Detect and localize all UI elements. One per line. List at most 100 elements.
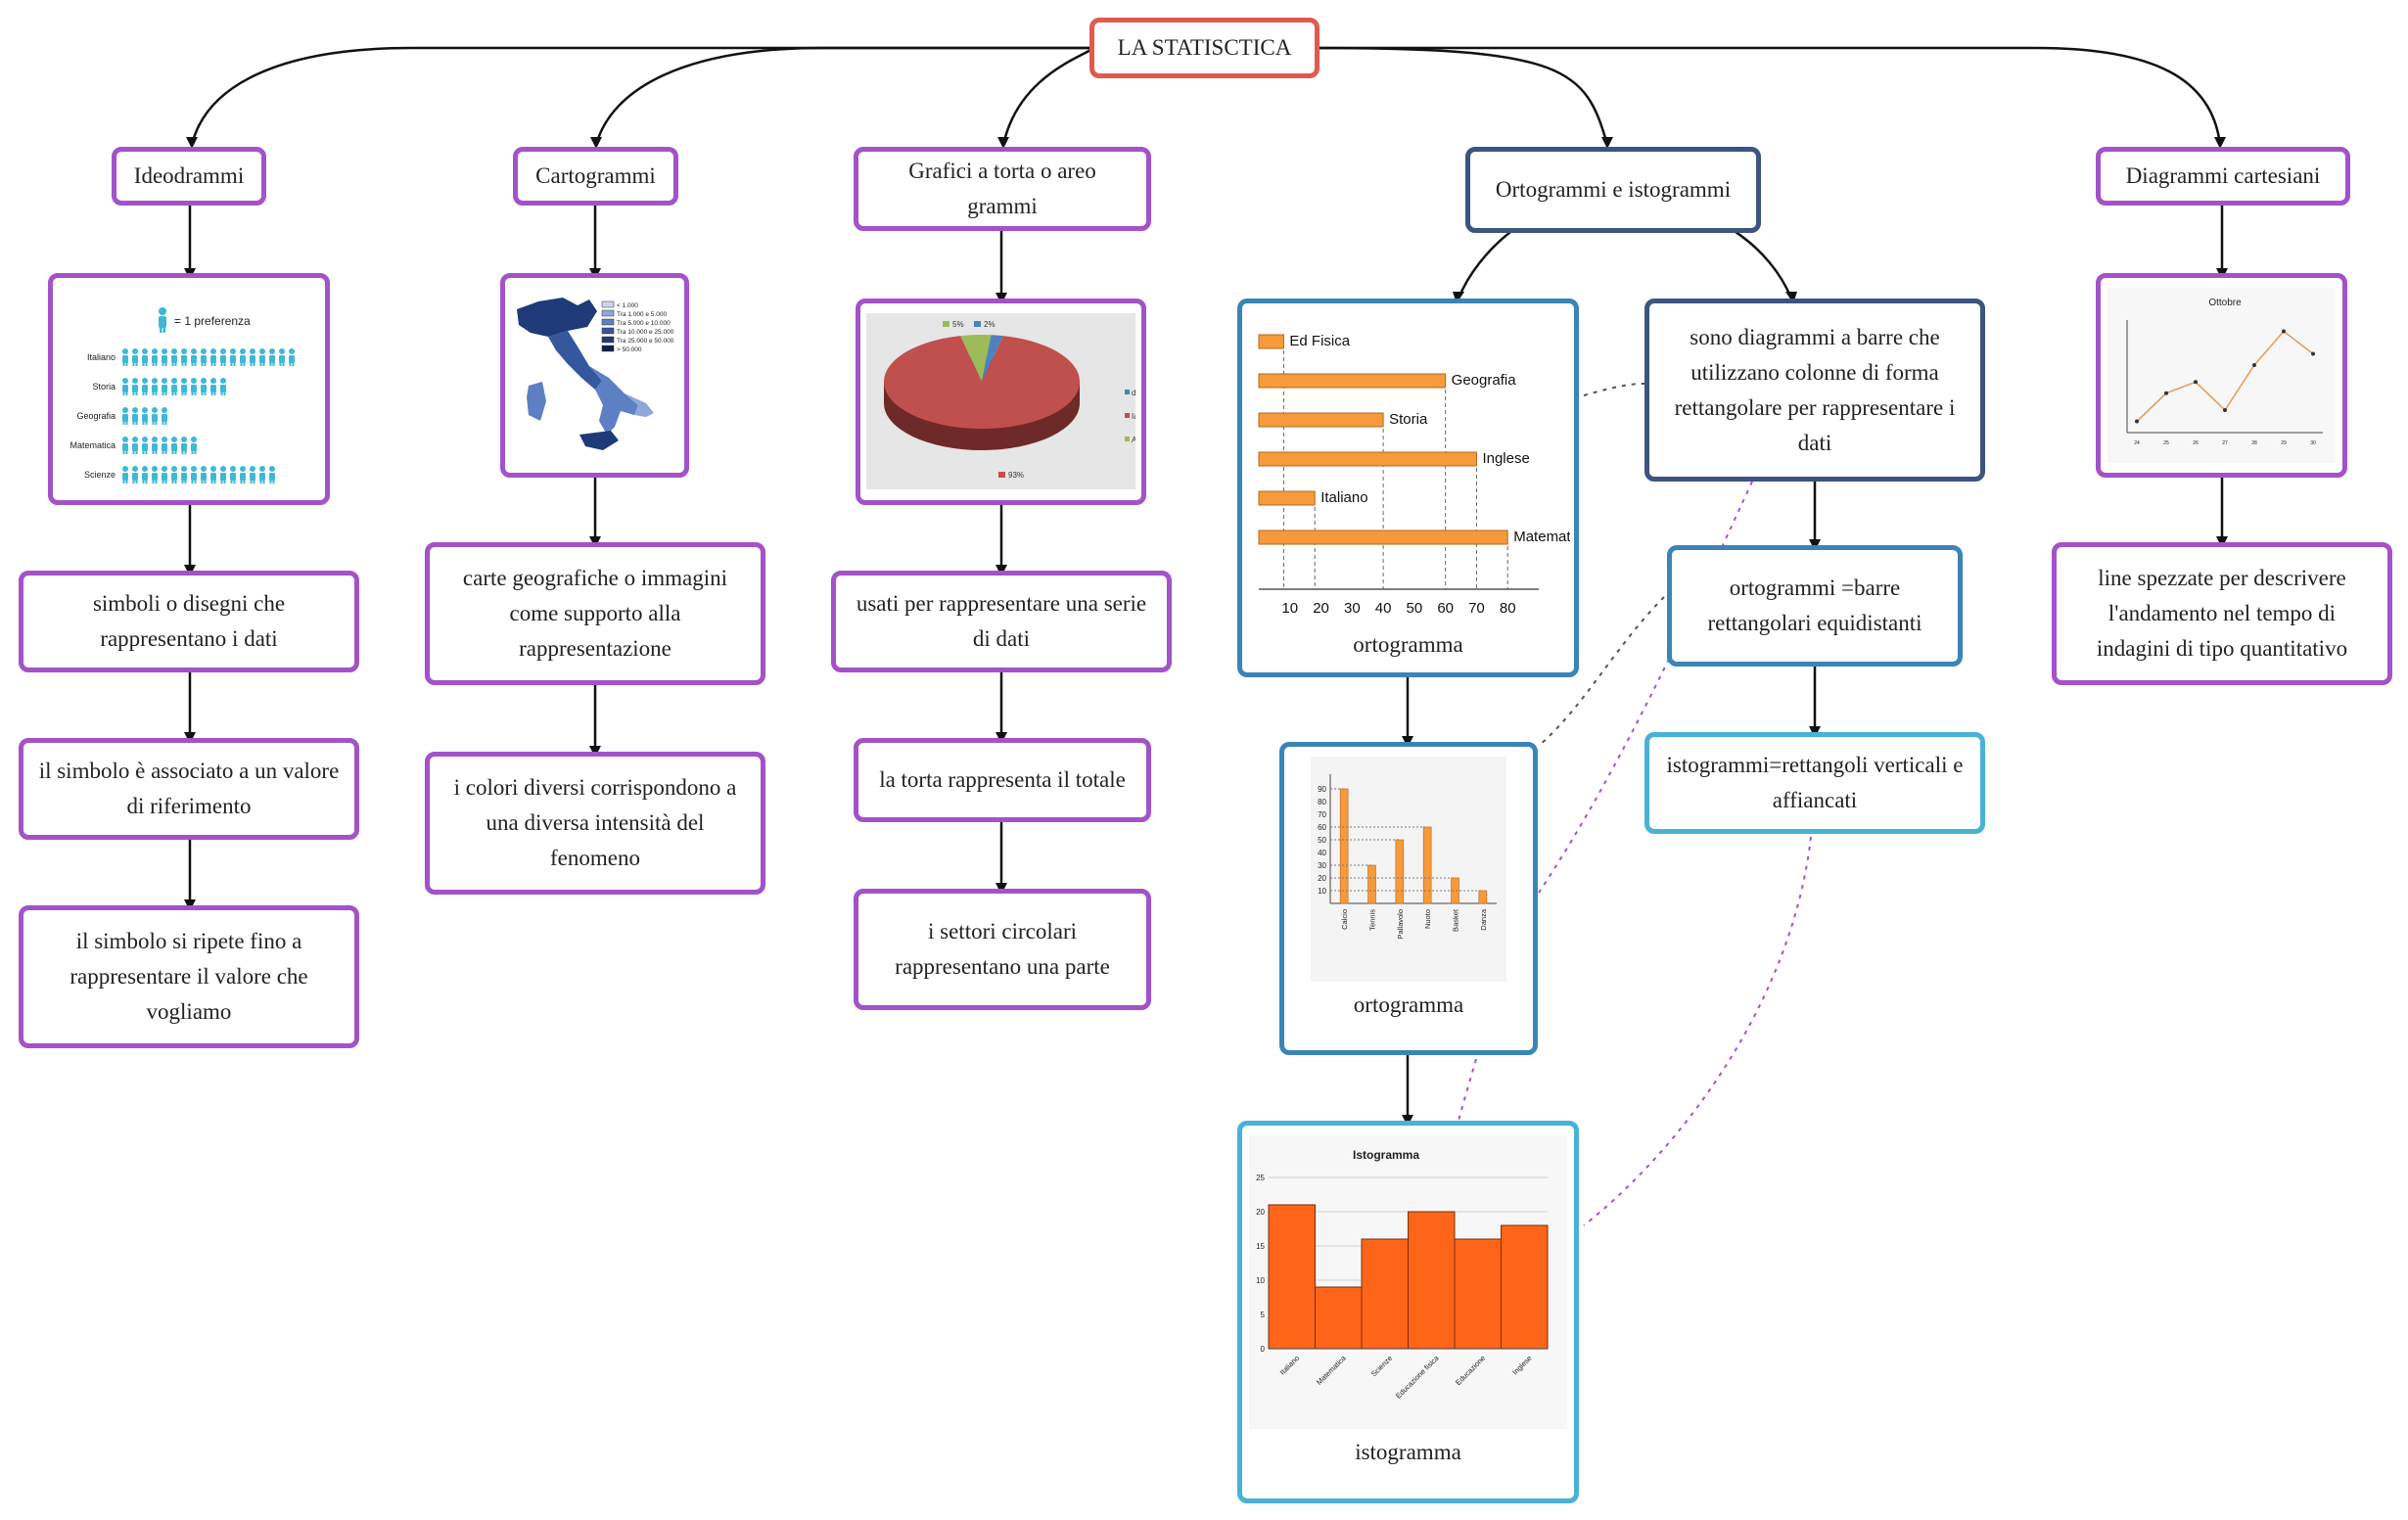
- pictogram-person-icon: [152, 348, 158, 366]
- line-point: [2252, 363, 2256, 367]
- carto-text-2[interactable]: i colori diversi corrispondono a una div…: [425, 752, 765, 895]
- bar: [1258, 334, 1284, 349]
- pictogram-person-icon: [132, 437, 138, 454]
- x-tick-label: 10: [1281, 600, 1298, 617]
- line-point: [2282, 329, 2286, 334]
- carto-text-1[interactable]: carte geografiche o immagini come suppor…: [425, 542, 765, 685]
- y-tick-label: 50: [1318, 836, 1326, 845]
- edge-orto-right: [1735, 230, 1793, 299]
- line-point: [2223, 408, 2227, 412]
- cart-text-1-label: line spezzate per descrivere l'andamento…: [2096, 566, 2348, 661]
- torta-text-1[interactable]: usati per rappresentare una serie di dat…: [831, 571, 1172, 672]
- y-tick-label: 90: [1318, 785, 1326, 794]
- x-tick-label: 30: [1343, 600, 1360, 617]
- pictogram-person-icon: [181, 378, 187, 395]
- pictogram-person-icon: [171, 466, 177, 484]
- torta-text-3[interactable]: i settori circolari rappresentano una pa…: [854, 889, 1151, 1010]
- ideo-text-2[interactable]: il simbolo è associato a un valore di ri…: [19, 738, 359, 840]
- bar-category-label: Inglese: [1482, 450, 1529, 467]
- orto-title-node[interactable]: Ortogrammi e istogrammi: [1465, 147, 1761, 233]
- orto-definition-label: sono diagrammi a barre che utilizzano co…: [1674, 324, 1956, 455]
- carto-text-2-label: i colori diversi corrispondono a una div…: [453, 775, 737, 870]
- pictogram-person-icon: [162, 348, 167, 366]
- carto-text-1-label: carte geografiche o immagini come suppor…: [462, 566, 728, 661]
- y-tick-label: 20: [1318, 874, 1326, 883]
- pictogram-person-icon: [240, 348, 246, 366]
- ideo-text-1[interactable]: simboli o disegni che rappresentano i da…: [19, 571, 359, 672]
- bar: [1339, 788, 1349, 904]
- chart-background: [2107, 288, 2336, 463]
- root-node[interactable]: LA STATISCTICA: [1089, 18, 1320, 78]
- x-tick-label: 80: [1499, 600, 1515, 617]
- torta-title-node[interactable]: Grafici a torta o areo grammi: [854, 147, 1151, 231]
- ideo-text-3[interactable]: il simbolo si ripete fino a rappresentar…: [19, 905, 359, 1048]
- pictogram-person-icon: [142, 407, 148, 425]
- torta-text-2[interactable]: la torta rappresenta il totale: [854, 738, 1151, 822]
- y-tick-label: 0: [1261, 1345, 1266, 1354]
- cart-title: Diagrammi cartesiani: [2125, 163, 2321, 188]
- torta-title: Grafici a torta o areo grammi: [908, 159, 1096, 218]
- map-south-region: [589, 366, 638, 435]
- pictogram-person-icon: [142, 437, 148, 454]
- pie-slice: [960, 335, 992, 382]
- pictogram-person-icon: [279, 348, 285, 366]
- bar-category-label: Italiano: [1320, 489, 1367, 506]
- pictogram-person-icon: [132, 407, 138, 425]
- ideo-text-3-label: il simbolo si ripete fino a rappresentar…: [69, 929, 308, 1024]
- map-north-region: [517, 298, 597, 337]
- bar-category-label: Matematica: [1513, 529, 1570, 545]
- x-tick-label: 26: [2193, 440, 2199, 446]
- pictogram-person-icon: [171, 437, 177, 454]
- carto-title-node[interactable]: Cartogrammi: [513, 147, 678, 206]
- root-label: LA STATISCTICA: [1117, 35, 1292, 60]
- pictogram-person-icon: [191, 437, 197, 454]
- pictogram-person-icon: [122, 407, 128, 425]
- x-tick-label: 29: [2281, 440, 2287, 446]
- pictogram-person-icon: [122, 378, 128, 395]
- bar: [1258, 412, 1384, 428]
- y-tick-label: 70: [1318, 810, 1326, 819]
- bar: [1395, 839, 1405, 904]
- x-tick-label: 28: [2251, 440, 2257, 446]
- orto-def-node[interactable]: ortogrammi =barre rettangolari equidista…: [1667, 545, 1963, 667]
- map-legend-swatch: [601, 327, 615, 335]
- torta-picture-node[interactable]: 5%2%93%diIaAl: [856, 299, 1146, 505]
- ideo-title-node[interactable]: Ideodrammi: [112, 147, 266, 206]
- ortogramma-caption-2: ortogramma: [1353, 992, 1464, 1017]
- bar: [1367, 864, 1376, 904]
- pictogram-person-icon: [250, 466, 255, 484]
- pictogram-person-icon: [269, 348, 275, 366]
- map-legend-label: Tra 1.000 e 5.000: [617, 311, 667, 318]
- isto-def-node[interactable]: istogrammi=rettangoli verticali e affian…: [1644, 732, 1985, 834]
- pictogram-person-icon: [122, 348, 128, 366]
- pictogram-person-icon: [220, 466, 226, 484]
- line-point: [2164, 391, 2168, 395]
- orto-def-label: ortogrammi =barre rettangolari equidista…: [1707, 576, 1922, 635]
- orto-definition-node[interactable]: sono diagrammi a barre che utilizzano co…: [1644, 299, 1985, 482]
- pie-chart: 5%2%93%diIaAl: [866, 313, 1135, 489]
- histogram-bar: [1361, 1238, 1409, 1350]
- pictogram-row-label: Italiano: [87, 352, 116, 362]
- pictogram-person-icon: [201, 378, 207, 395]
- bar-category-label: Ed Fisica: [1289, 333, 1350, 349]
- pictogram-person-icon: [162, 466, 167, 484]
- map-center-region: [548, 331, 602, 390]
- pictogram-row-label: Scienze: [84, 470, 116, 480]
- pictogram-person-icon: [201, 466, 207, 484]
- pictogram-person-icon: [230, 348, 236, 366]
- cart-text-1[interactable]: line spezzate per descrivere l'andamento…: [2052, 542, 2392, 685]
- pictogram-person-icon: [152, 466, 158, 484]
- x-tick-label: Tennis: [1368, 909, 1377, 931]
- map-sardinia: [527, 382, 546, 421]
- map-legend-label: < 1.000: [617, 302, 638, 309]
- pictogram-person-icon: [210, 466, 216, 484]
- cart-title-node[interactable]: Diagrammi cartesiani: [2096, 147, 2350, 206]
